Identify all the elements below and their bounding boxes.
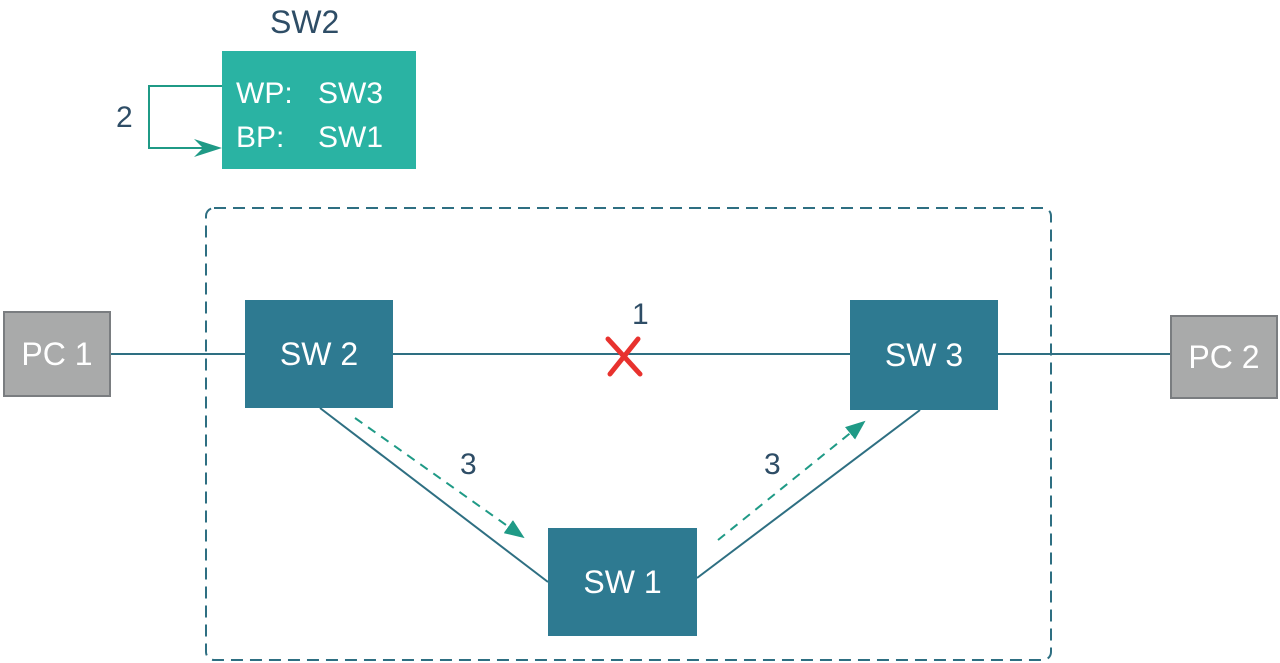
sw3-node[interactable]: SW 3 bbox=[850, 300, 998, 410]
step-label-1: 1 bbox=[632, 298, 649, 331]
link-sw1-sw3 bbox=[696, 409, 921, 579]
info-key-wp: WP: bbox=[236, 77, 293, 110]
step-label-3-left: 3 bbox=[460, 448, 477, 481]
switch-info-box: WP: SW3 BP: SW1 bbox=[222, 51, 416, 169]
info-value-bp: SW1 bbox=[318, 121, 384, 154]
pc1-node[interactable]: PC 1 bbox=[3, 311, 111, 397]
reroute-arrow-sw1-sw3 bbox=[717, 420, 866, 541]
reroute-arrow-sw2-sw1 bbox=[354, 417, 525, 539]
bracket-arrowhead bbox=[194, 139, 222, 157]
pc2-node[interactable]: PC 2 bbox=[1170, 315, 1278, 399]
link-sw2-sw1 bbox=[319, 407, 549, 583]
info-row-bp: BP: SW1 bbox=[236, 116, 416, 160]
step-label-3-right: 3 bbox=[764, 448, 781, 481]
bracket-arrow bbox=[148, 85, 222, 149]
sw1-node[interactable]: SW 1 bbox=[548, 528, 697, 636]
info-value-wp: SW3 bbox=[318, 77, 384, 110]
info-key-bp: BP: bbox=[236, 121, 285, 154]
red-x-icon bbox=[605, 336, 643, 377]
sw2-node[interactable]: SW 2 bbox=[245, 300, 393, 408]
step-label-2: 2 bbox=[116, 101, 133, 134]
info-row-wp: WP: SW3 bbox=[236, 72, 416, 116]
info-box-title: SW2 bbox=[270, 4, 340, 40]
